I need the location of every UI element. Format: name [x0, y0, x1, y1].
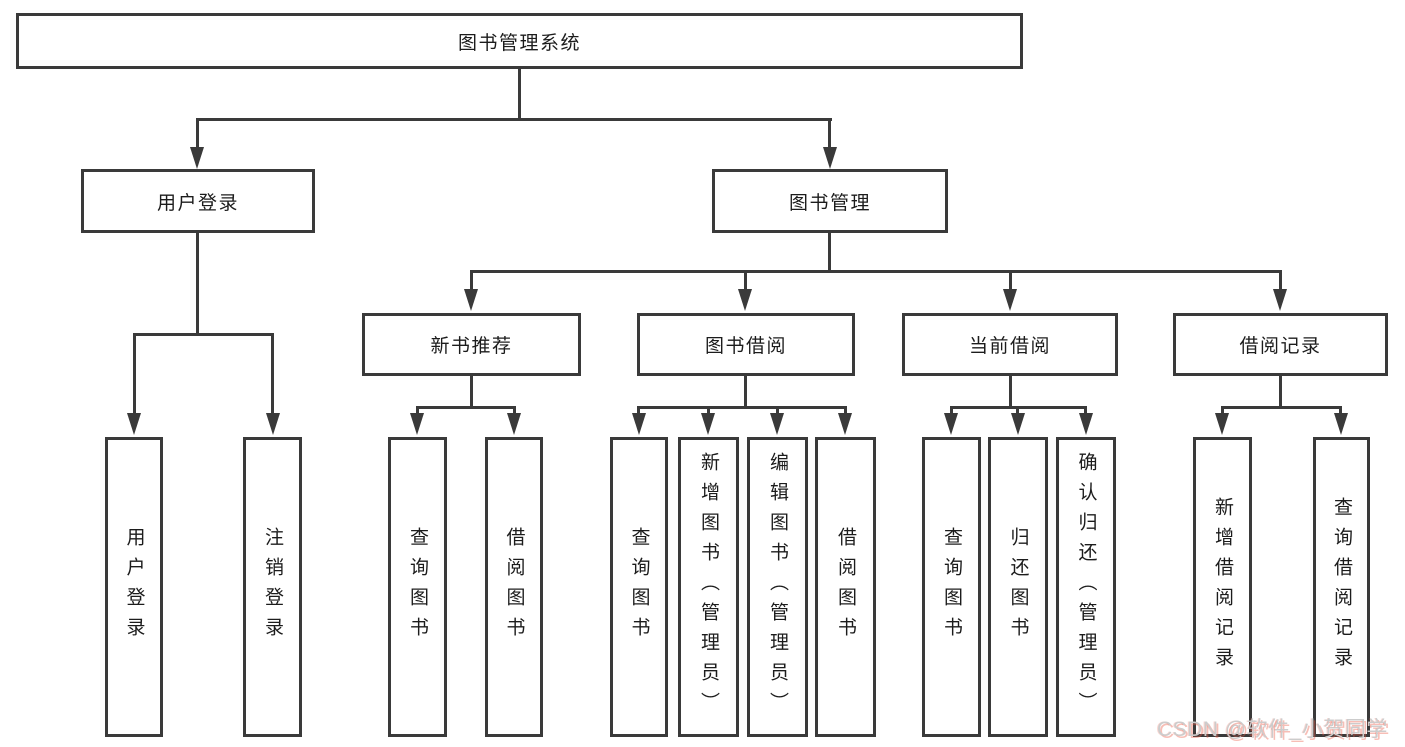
connector-new-rec-stem	[470, 376, 473, 409]
node-label: 借阅图书	[503, 527, 525, 647]
leaf-borrow-books-recommend: 借阅图书	[485, 437, 543, 737]
node-label: 新增图书（管理员）	[698, 452, 719, 722]
connector-drop-leaf	[844, 406, 847, 417]
connector-drop-leaf	[950, 406, 953, 417]
node-book-borrowing: 图书借阅	[637, 313, 855, 376]
leaf-user-login: 用户登录	[105, 437, 163, 737]
connector-drop-leaf	[1016, 406, 1019, 417]
node-label: 用户登录	[123, 527, 145, 647]
node-book-management-system: 图书管理系统	[16, 13, 1023, 69]
arrow-down	[410, 413, 424, 435]
arrow-down	[266, 413, 280, 435]
node-current-borrowing: 当前借阅	[902, 313, 1118, 376]
connector-drop-leaf	[133, 333, 136, 415]
connector-current-stem	[1009, 376, 1012, 409]
arrow-down	[770, 413, 784, 435]
arrow-down	[632, 413, 646, 435]
arrow-down	[1079, 413, 1093, 435]
arrow-down	[1011, 413, 1025, 435]
connector-new-rec-bar	[416, 406, 516, 409]
node-new-book-recommend: 新书推荐	[362, 313, 581, 376]
connector-drop-leaf	[637, 406, 640, 417]
connector-book-mgmt-stem	[828, 232, 831, 272]
connector-drop-leaf	[271, 333, 274, 415]
connector-user-login-stem	[196, 232, 199, 335]
connector-root-stem	[518, 68, 521, 120]
node-label: 图书管理	[788, 192, 871, 214]
connector-drop-leaf	[1221, 406, 1224, 417]
arrow-down	[1334, 413, 1348, 435]
node-label: 新增借阅记录	[1212, 497, 1233, 677]
connector-borrow-stem	[744, 376, 747, 409]
connector-drop-leaf	[416, 406, 419, 417]
node-label: 确认归还（管理员）	[1075, 452, 1097, 722]
arrow-down	[838, 413, 852, 435]
leaf-query-books-current: 查询图书	[922, 437, 981, 737]
connector-drop-leaf	[513, 406, 516, 417]
connector-drop-user-login	[196, 118, 199, 152]
arrow-down	[507, 413, 521, 435]
node-label: 注销登录	[262, 527, 283, 647]
arrow-down	[1003, 289, 1017, 311]
leaf-query-borrow-record: 查询借阅记录	[1313, 437, 1370, 737]
connector-drop-leaf	[707, 406, 710, 417]
connector-level2-bar	[196, 118, 832, 121]
arrow-down	[190, 147, 204, 169]
arrow-down	[1215, 413, 1229, 435]
leaf-edit-book-admin: 编辑图书（管理员）	[747, 437, 808, 737]
arrow-down	[1273, 289, 1287, 311]
arrow-down	[464, 289, 478, 311]
leaf-query-books-borrowing: 查询图书	[610, 437, 668, 737]
node-label: 查询图书	[628, 527, 650, 647]
arrow-down	[127, 413, 141, 435]
node-book-management: 图书管理	[712, 169, 948, 233]
node-label: 查询图书	[941, 527, 962, 647]
connector-drop-level3	[744, 270, 747, 291]
connector-borrow-bar	[637, 406, 847, 409]
connector-drop-level3	[1009, 270, 1012, 291]
node-label: 新书推荐	[430, 336, 513, 357]
node-label: 用户登录	[156, 192, 239, 214]
leaf-confirm-return-admin: 确认归还（管理员）	[1056, 437, 1116, 737]
connector-drop-leaf	[1084, 406, 1087, 417]
connector-drop-level3	[470, 270, 473, 291]
leaf-add-borrow-record: 新增借阅记录	[1193, 437, 1252, 737]
node-label: 当前借阅	[968, 336, 1051, 357]
node-label: 查询图书	[407, 527, 428, 647]
node-label: 编辑图书（管理员）	[767, 452, 788, 722]
connector-drop-leaf	[776, 406, 779, 417]
arrow-down	[738, 289, 752, 311]
connector-drop-book-mgmt	[828, 118, 831, 152]
node-label: 借阅图书	[835, 527, 856, 647]
node-label: 图书借阅	[704, 336, 787, 357]
node-label: 查询借阅记录	[1331, 497, 1352, 677]
connector-drop-level3	[1279, 270, 1282, 291]
node-user-login: 用户登录	[81, 169, 315, 233]
csdn-watermark: CSDN @软件_小贺同学	[1157, 718, 1388, 741]
node-borrow-records: 借阅记录	[1173, 313, 1388, 376]
arrow-down	[823, 147, 837, 169]
arrow-down	[701, 413, 715, 435]
node-label: 借阅记录	[1239, 336, 1322, 357]
node-label: 归还图书	[1007, 527, 1029, 647]
node-label: 图书管理系统	[457, 32, 581, 54]
leaf-return-book: 归还图书	[988, 437, 1048, 737]
connector-drop-leaf	[1339, 406, 1342, 417]
connector-level3-bar	[470, 270, 1281, 273]
leaf-query-books-recommend: 查询图书	[388, 437, 447, 737]
connector-records-stem	[1279, 376, 1282, 409]
connector-records-bar	[1221, 406, 1342, 409]
leaf-add-book-admin: 新增图书（管理员）	[678, 437, 739, 737]
leaf-borrow-books: 借阅图书	[815, 437, 876, 737]
leaf-logout: 注销登录	[243, 437, 302, 737]
connector-user-login-bar	[133, 333, 274, 336]
arrow-down	[944, 413, 958, 435]
